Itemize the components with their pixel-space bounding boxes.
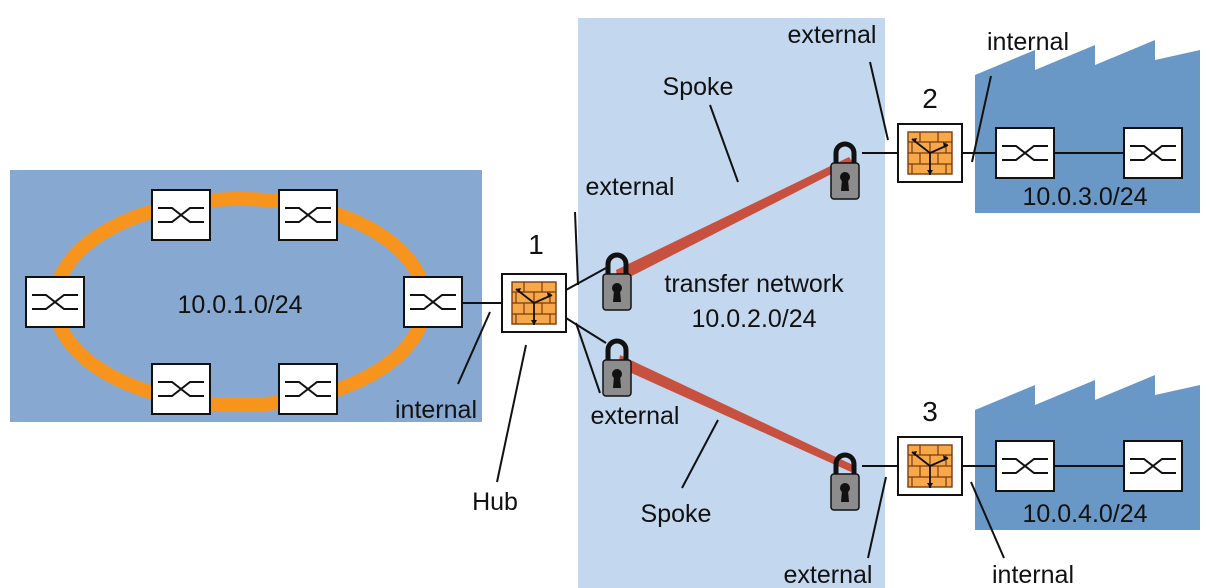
hub-role-label: Hub: [472, 488, 518, 516]
spoke-3-firewall-router-icon: [897, 436, 963, 496]
callout-hub-internal: [457, 311, 491, 385]
spoke-label-lower: Spoke: [641, 500, 712, 528]
hub-lan-subnet: 10.0.1.0/24: [177, 291, 302, 319]
callout-r3-internal: [970, 481, 1005, 559]
spoke-2-number: 2: [922, 83, 938, 114]
hub-firewall-router-icon: [501, 273, 567, 333]
hub-external-upper-label: external: [586, 173, 675, 201]
site-2-subnet: 10.0.3.0/24: [1022, 183, 1147, 211]
spoke-label-upper: Spoke: [663, 73, 734, 101]
vpn-tunnel-spoke-3: [618, 355, 853, 472]
site-2-switch-b: [1123, 127, 1183, 179]
link-hub-tunnel-up: [565, 267, 607, 291]
r2-internal-label: internal: [987, 28, 1069, 56]
site-2-switch-a: [995, 127, 1055, 179]
transfer-network-title: transfer network: [664, 270, 844, 298]
callout-r3-external: [867, 476, 887, 559]
ring-switch-right: [403, 276, 463, 328]
callout-spoke-lower: [681, 419, 719, 489]
site-3-switch-b: [1123, 440, 1183, 492]
vpn-tunnel-spoke-2: [616, 157, 853, 283]
ring-switch-bottom-left: [151, 363, 211, 415]
site-3-subnet: 10.0.4.0/24: [1022, 500, 1147, 528]
spoke-2-firewall-router-icon: [897, 123, 963, 183]
hub-number: 1: [528, 229, 544, 260]
callout-r2-external: [869, 61, 889, 141]
hub-internal-label: internal: [395, 396, 477, 424]
callout-hub-external-upper: [574, 211, 579, 286]
site-3-switch-a: [995, 440, 1055, 492]
spoke-3-number: 3: [922, 396, 938, 427]
callout-r2-internal: [971, 75, 992, 163]
ring-switch-top-right: [278, 189, 338, 241]
r3-internal-label: internal: [992, 561, 1074, 588]
transfer-network-subnet: 10.0.2.0/24: [691, 305, 816, 333]
callout-hub: [496, 344, 527, 483]
ring-switch-top-left: [151, 189, 211, 241]
hub-external-lower-label: external: [591, 402, 680, 430]
r3-external-label: external: [784, 561, 873, 588]
link-hub-tunnel-down: [565, 317, 607, 344]
callout-hub-external-lower: [575, 322, 601, 394]
r2-external-label: external: [788, 21, 877, 49]
callout-spoke-upper: [709, 104, 739, 183]
ring-switch-left: [25, 276, 85, 328]
ring-switch-bottom-right: [278, 363, 338, 415]
